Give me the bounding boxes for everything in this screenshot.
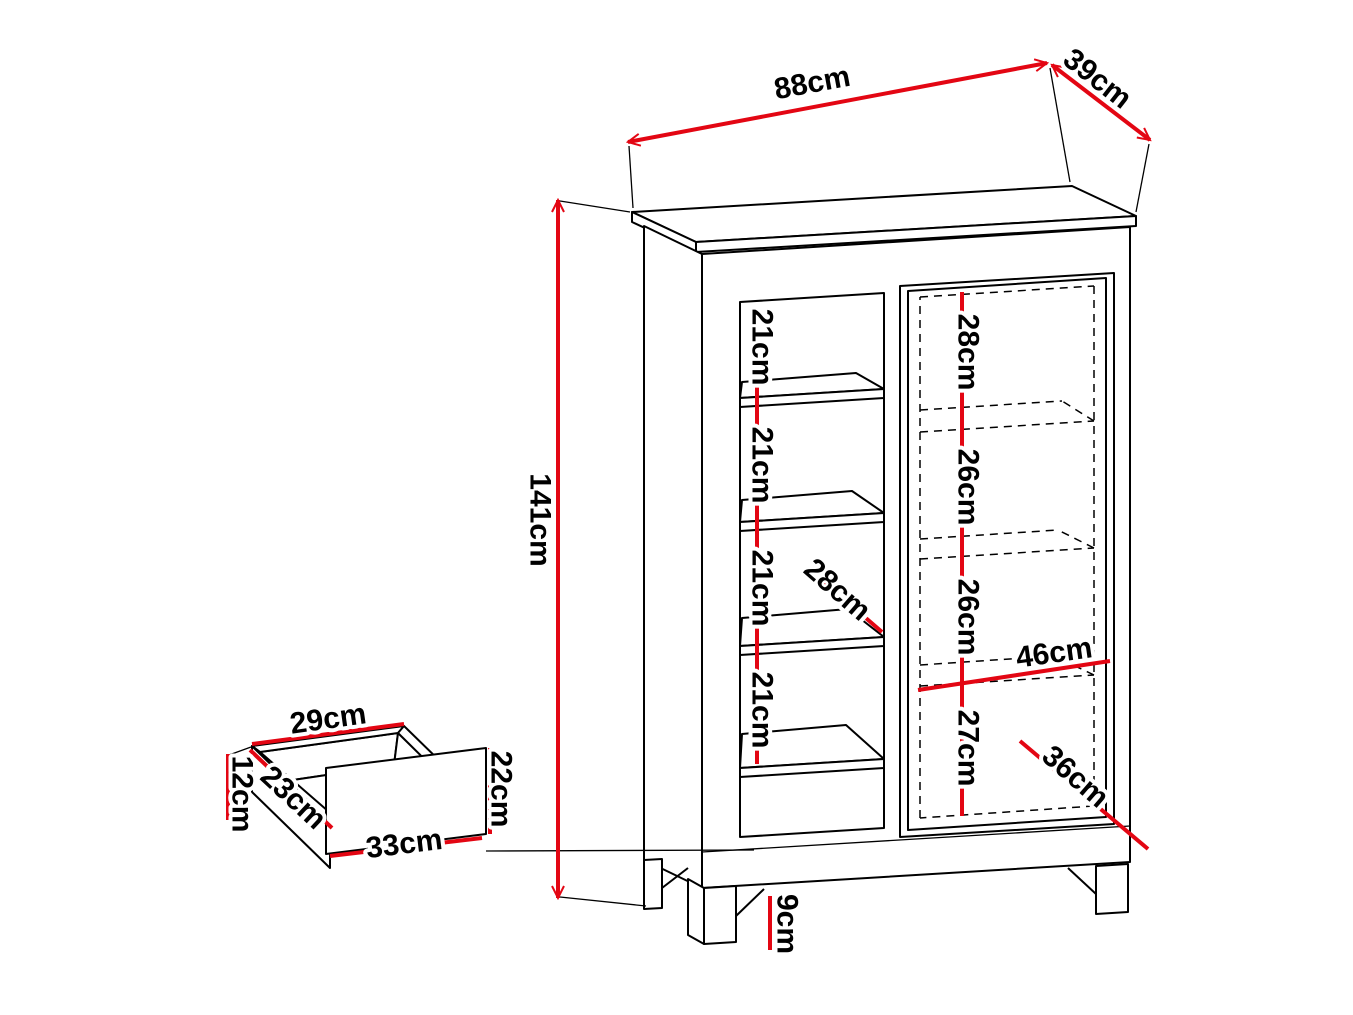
drawer-pointer-line [485,849,755,852]
dim-line-drawer-front-width [329,836,483,858]
shelf-3-front [739,636,885,656]
cabinet-left-side-panel [643,225,703,889]
label-top-width: 88cm [771,60,852,106]
glass-door [899,272,1115,838]
front-left-leg-side [687,878,705,945]
label-plinth-height: 9cm [771,894,804,954]
drawer-front-panel [325,747,487,855]
left-arch-cut [735,888,765,917]
dim-line-right-inner-width [917,659,1111,692]
left-compartment-opening [739,292,885,838]
ext-height-top [559,200,631,213]
shelf-4-front [739,758,885,778]
label-left-gap-4: 21cm [746,672,779,749]
ext-drawer-height-top [228,746,252,756]
ext-width-left [628,145,634,209]
dim-line-drawer-inner-depth [248,748,334,830]
dim-line-left-shelf-depth [806,566,884,634]
door-inner-frame [907,277,1107,831]
front-left-leg [703,885,737,945]
label-right-gap-4: 27cm [952,710,985,787]
plinth-rail-line [701,825,1131,853]
label-drawer-front-height: 22cm [485,751,518,828]
shelf-2-front [739,512,885,532]
dim-line-top-width [628,63,1047,142]
dim-line-right-shelf-depth [1018,739,1150,851]
side-arch-cut [661,867,689,889]
label-drawer-side-height: 12cm [226,756,259,833]
left-shelves [739,372,885,778]
label-right-gap-1: 28cm [952,314,985,391]
dimension-lines [226,63,1150,950]
dim-line-drawer-inner-width [251,722,405,746]
shelf-1-front [739,388,885,408]
back-left-leg [643,858,663,910]
glass-pane-outline [919,285,1095,819]
label-right-gap-2: 26cm [952,449,985,526]
ext-height-bottom [559,896,647,907]
label-height: 141cm [524,473,557,566]
right-arch-cut [1067,867,1097,895]
drawer [251,725,487,869]
ext-depth-right [1135,143,1150,213]
label-left-gap-1: 21cm [746,309,779,386]
front-right-leg [1095,863,1129,915]
dim-line-top-depth [1052,63,1150,142]
label-left-gap-2: 21cm [746,427,779,504]
cabinet [631,185,1137,945]
label-left-gap-3: 21cm [746,550,779,627]
door-outer-frame [899,272,1115,838]
legs [643,858,1129,945]
ext-drawer-height-bottom [228,792,252,820]
ext-width-right [1049,67,1071,183]
label-right-gap-3: 26cm [952,579,985,656]
